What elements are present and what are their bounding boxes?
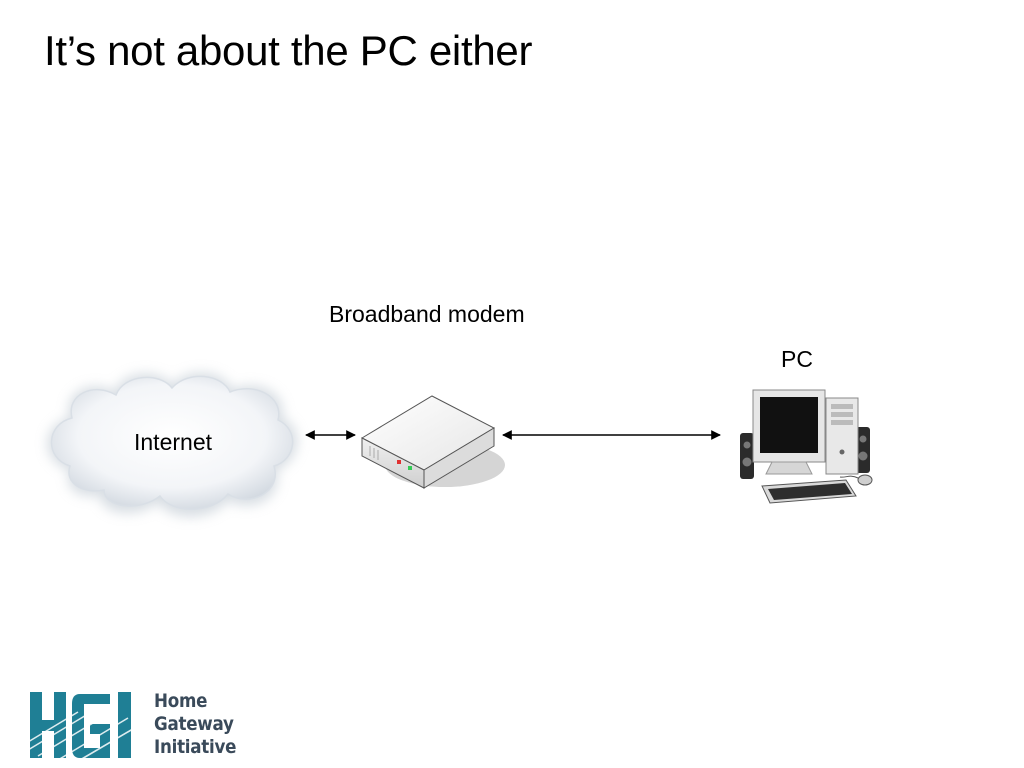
cloud-icon: [47, 372, 298, 517]
logo-line-home: Home: [154, 690, 208, 712]
node-label-internet: Internet: [134, 429, 212, 455]
node-label-modem: Broadband modem: [329, 301, 525, 327]
hgi-logo-mark: [28, 692, 139, 761]
desktop-computer-icon: [740, 389, 873, 504]
modem-icon: [360, 395, 505, 489]
hgi-logo: Home Gateway Initiative: [28, 690, 248, 762]
logo-line-initiative: Initiative: [154, 736, 237, 758]
slide-title: It’s not about the PC either: [44, 27, 533, 74]
logo-line-gateway: Gateway: [154, 713, 234, 735]
node-label-pc: PC: [781, 346, 813, 372]
hgi-logo-text: Home Gateway Initiative: [154, 690, 247, 759]
